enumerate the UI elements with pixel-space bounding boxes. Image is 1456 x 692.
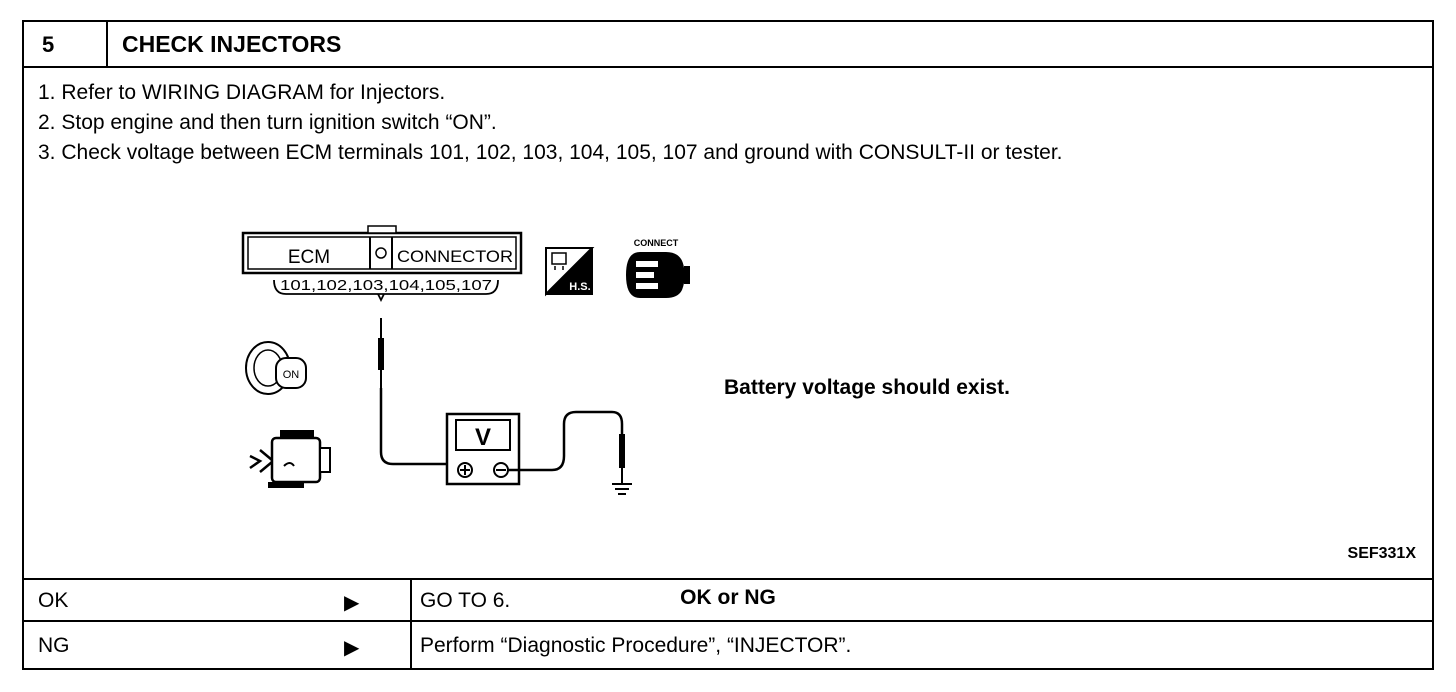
engine-icon <box>249 430 331 488</box>
expected-result: Battery voltage should exist. <box>724 376 1010 399</box>
result-action: GO TO 6. <box>410 580 510 620</box>
step-header: 5 CHECK INJECTORS <box>24 22 1432 68</box>
result-label: NG <box>38 634 70 657</box>
arrow-right-icon: ▶ <box>344 637 360 659</box>
step-body: 1. Refer to WIRING DIAGRAM for Injectors… <box>24 68 1432 609</box>
connect-label: CONNECT <box>634 238 679 248</box>
connect-icon: CONNECT <box>626 238 690 298</box>
ecm-label: ECM <box>288 247 330 268</box>
instruction-item: 3. Check voltage between ECM terminals 1… <box>38 141 1063 164</box>
ignition-key-icon: ON <box>245 341 307 395</box>
step-number: 5 <box>24 22 108 66</box>
result-action: Perform “Diagnostic Procedure”, “INJECTO… <box>410 622 851 670</box>
arrow-right-icon: ▶ <box>344 592 360 614</box>
instruction-list: 1. Refer to WIRING DIAGRAM for Injectors… <box>38 78 1063 168</box>
ignition-label: ON <box>283 369 300 381</box>
figure-code: SEF331X <box>1347 545 1416 562</box>
terminal-numbers: 101,102,103,104,105,107 <box>280 277 492 294</box>
hs-badge-icon: H.S. <box>545 247 595 297</box>
step-title: CHECK INJECTORS <box>122 31 342 57</box>
meter-label: V <box>475 424 491 451</box>
instruction-item: 1. Refer to WIRING DIAGRAM for Injectors… <box>38 81 446 104</box>
instruction-item: 2. Stop engine and then turn ignition sw… <box>38 111 497 134</box>
result-row-ok: OK ▶ GO TO 6. <box>24 578 1432 620</box>
hs-label: H.S. <box>569 281 590 293</box>
procedure-table: 5 CHECK INJECTORS 1. Refer to WIRING DIA… <box>22 20 1434 670</box>
voltmeter-icon: V <box>445 412 521 486</box>
decision-heading: OK or NG <box>680 586 776 609</box>
result-row-ng: NG ▶ Perform “Diagnostic Procedure”, “IN… <box>24 620 1432 670</box>
connector-label: CONNECTOR <box>397 247 513 266</box>
ecm-connector: ECM CONNECTOR <box>241 225 523 275</box>
result-label: OK <box>38 589 69 612</box>
voltage-check-diagram: ECM CONNECTOR 101,102,103,104,105,107 V <box>241 225 690 495</box>
ground-icon <box>612 483 632 495</box>
